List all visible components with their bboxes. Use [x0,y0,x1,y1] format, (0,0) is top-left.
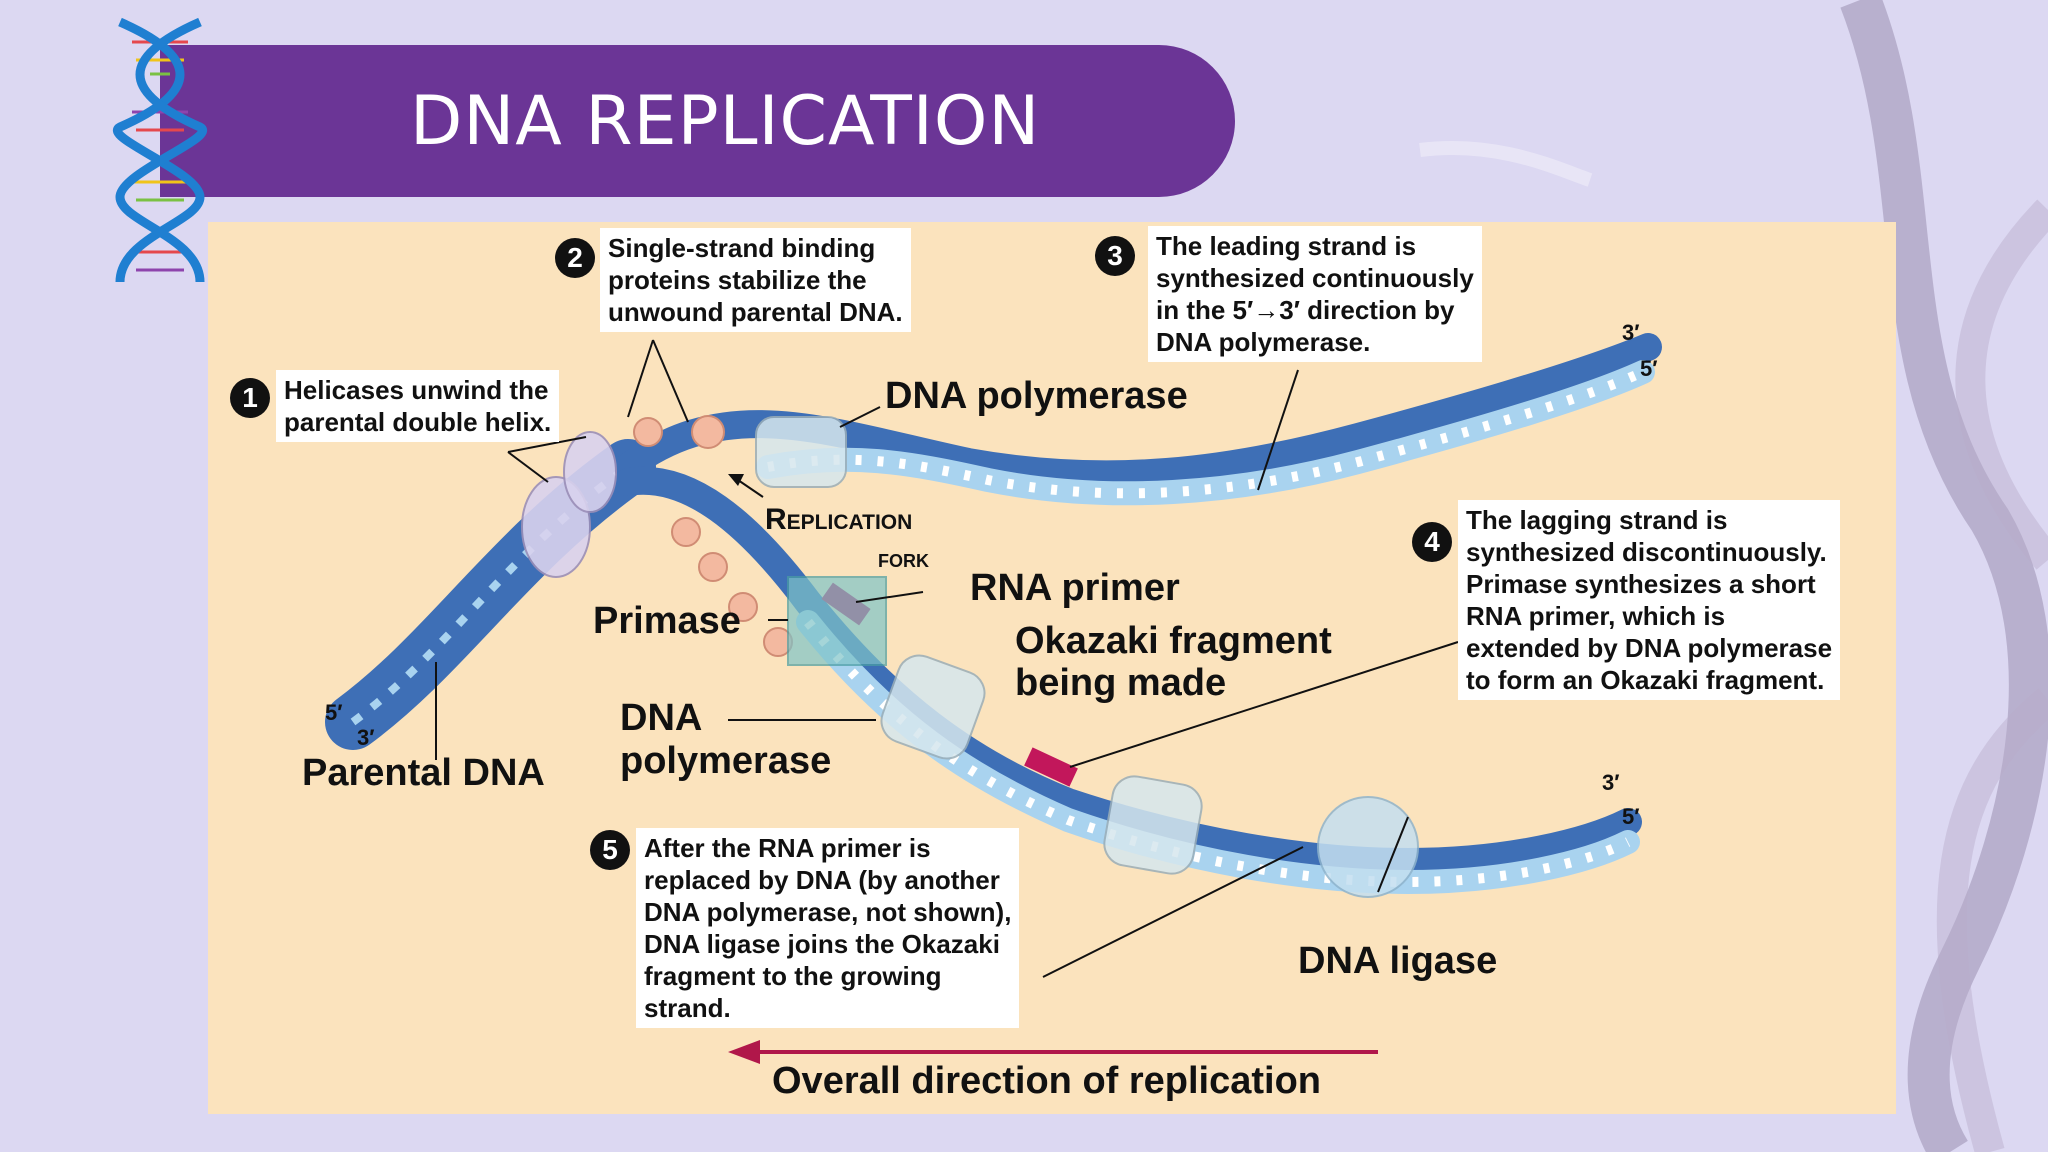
callout-1-number: 1 [230,378,270,418]
label-replication: Replication [765,503,913,536]
label-dna-polymerase-top: DNA polymerase [885,375,1188,417]
rna-primer-mark-2 [1024,747,1078,787]
end-label-lagging-3: 3′ [1602,770,1620,795]
label-rna-primer: RNA primer [970,567,1180,609]
label-okazaki-line1: Okazaki fragment [1015,620,1332,662]
dna-polymerase-lower-shape [880,654,986,760]
helicase-shape-2 [563,431,617,513]
label-parental-dna: Parental DNA [302,752,545,794]
end-label-leading-3: 3′ [1622,320,1640,345]
callout-5-text: After the RNA primer is replaced by DNA … [636,828,1020,1028]
end-label-parental-5: 5′ [325,700,343,725]
overall-direction-arrowhead [728,1040,760,1064]
primase-shape [787,576,887,666]
callout-4-text: The lagging strand is synthesized discon… [1458,500,1841,700]
leader-lines [435,339,1459,978]
dna-ligase-shape [1317,796,1419,898]
label-fork: fork [878,543,929,573]
callout-4-number: 4 [1412,522,1452,562]
dna-polymerase-lagging-shape [1103,775,1203,875]
callout-1-text: Helicases unwind the parental double hel… [276,370,560,442]
callout-2-text: Single-strand binding proteins stabilize… [600,228,911,332]
dna-helix-logo-icon [112,17,208,283]
fork-arrowhead [728,474,744,486]
callout-3-number: 3 [1095,236,1135,276]
slide-title: DNA REPLICATION [410,82,1041,161]
callout-5-number: 5 [590,830,630,870]
ssb-proteins [633,415,793,657]
label-dna-ligase: DNA ligase [1298,940,1498,982]
label-dna-polymerase-lower-line1: DNA [620,697,703,739]
end-label-parental-3: 3′ [357,725,375,750]
callout-3-text: The leading strand is synthesized contin… [1148,226,1482,362]
label-primase: Primase [593,600,741,642]
end-label-leading-5: 5′ [1640,356,1658,381]
label-overall-direction: Overall direction of replication [772,1060,1322,1102]
title-bar [160,45,1235,197]
label-okazaki-line2: being made [1015,662,1227,704]
label-dna-polymerase-lower-line2: polymerase [620,740,832,782]
callout-2-number: 2 [555,238,595,278]
fork-arrow [737,479,764,498]
dna-polymerase-top-shape [755,416,847,488]
end-label-lagging-5: 5′ [1622,804,1640,829]
